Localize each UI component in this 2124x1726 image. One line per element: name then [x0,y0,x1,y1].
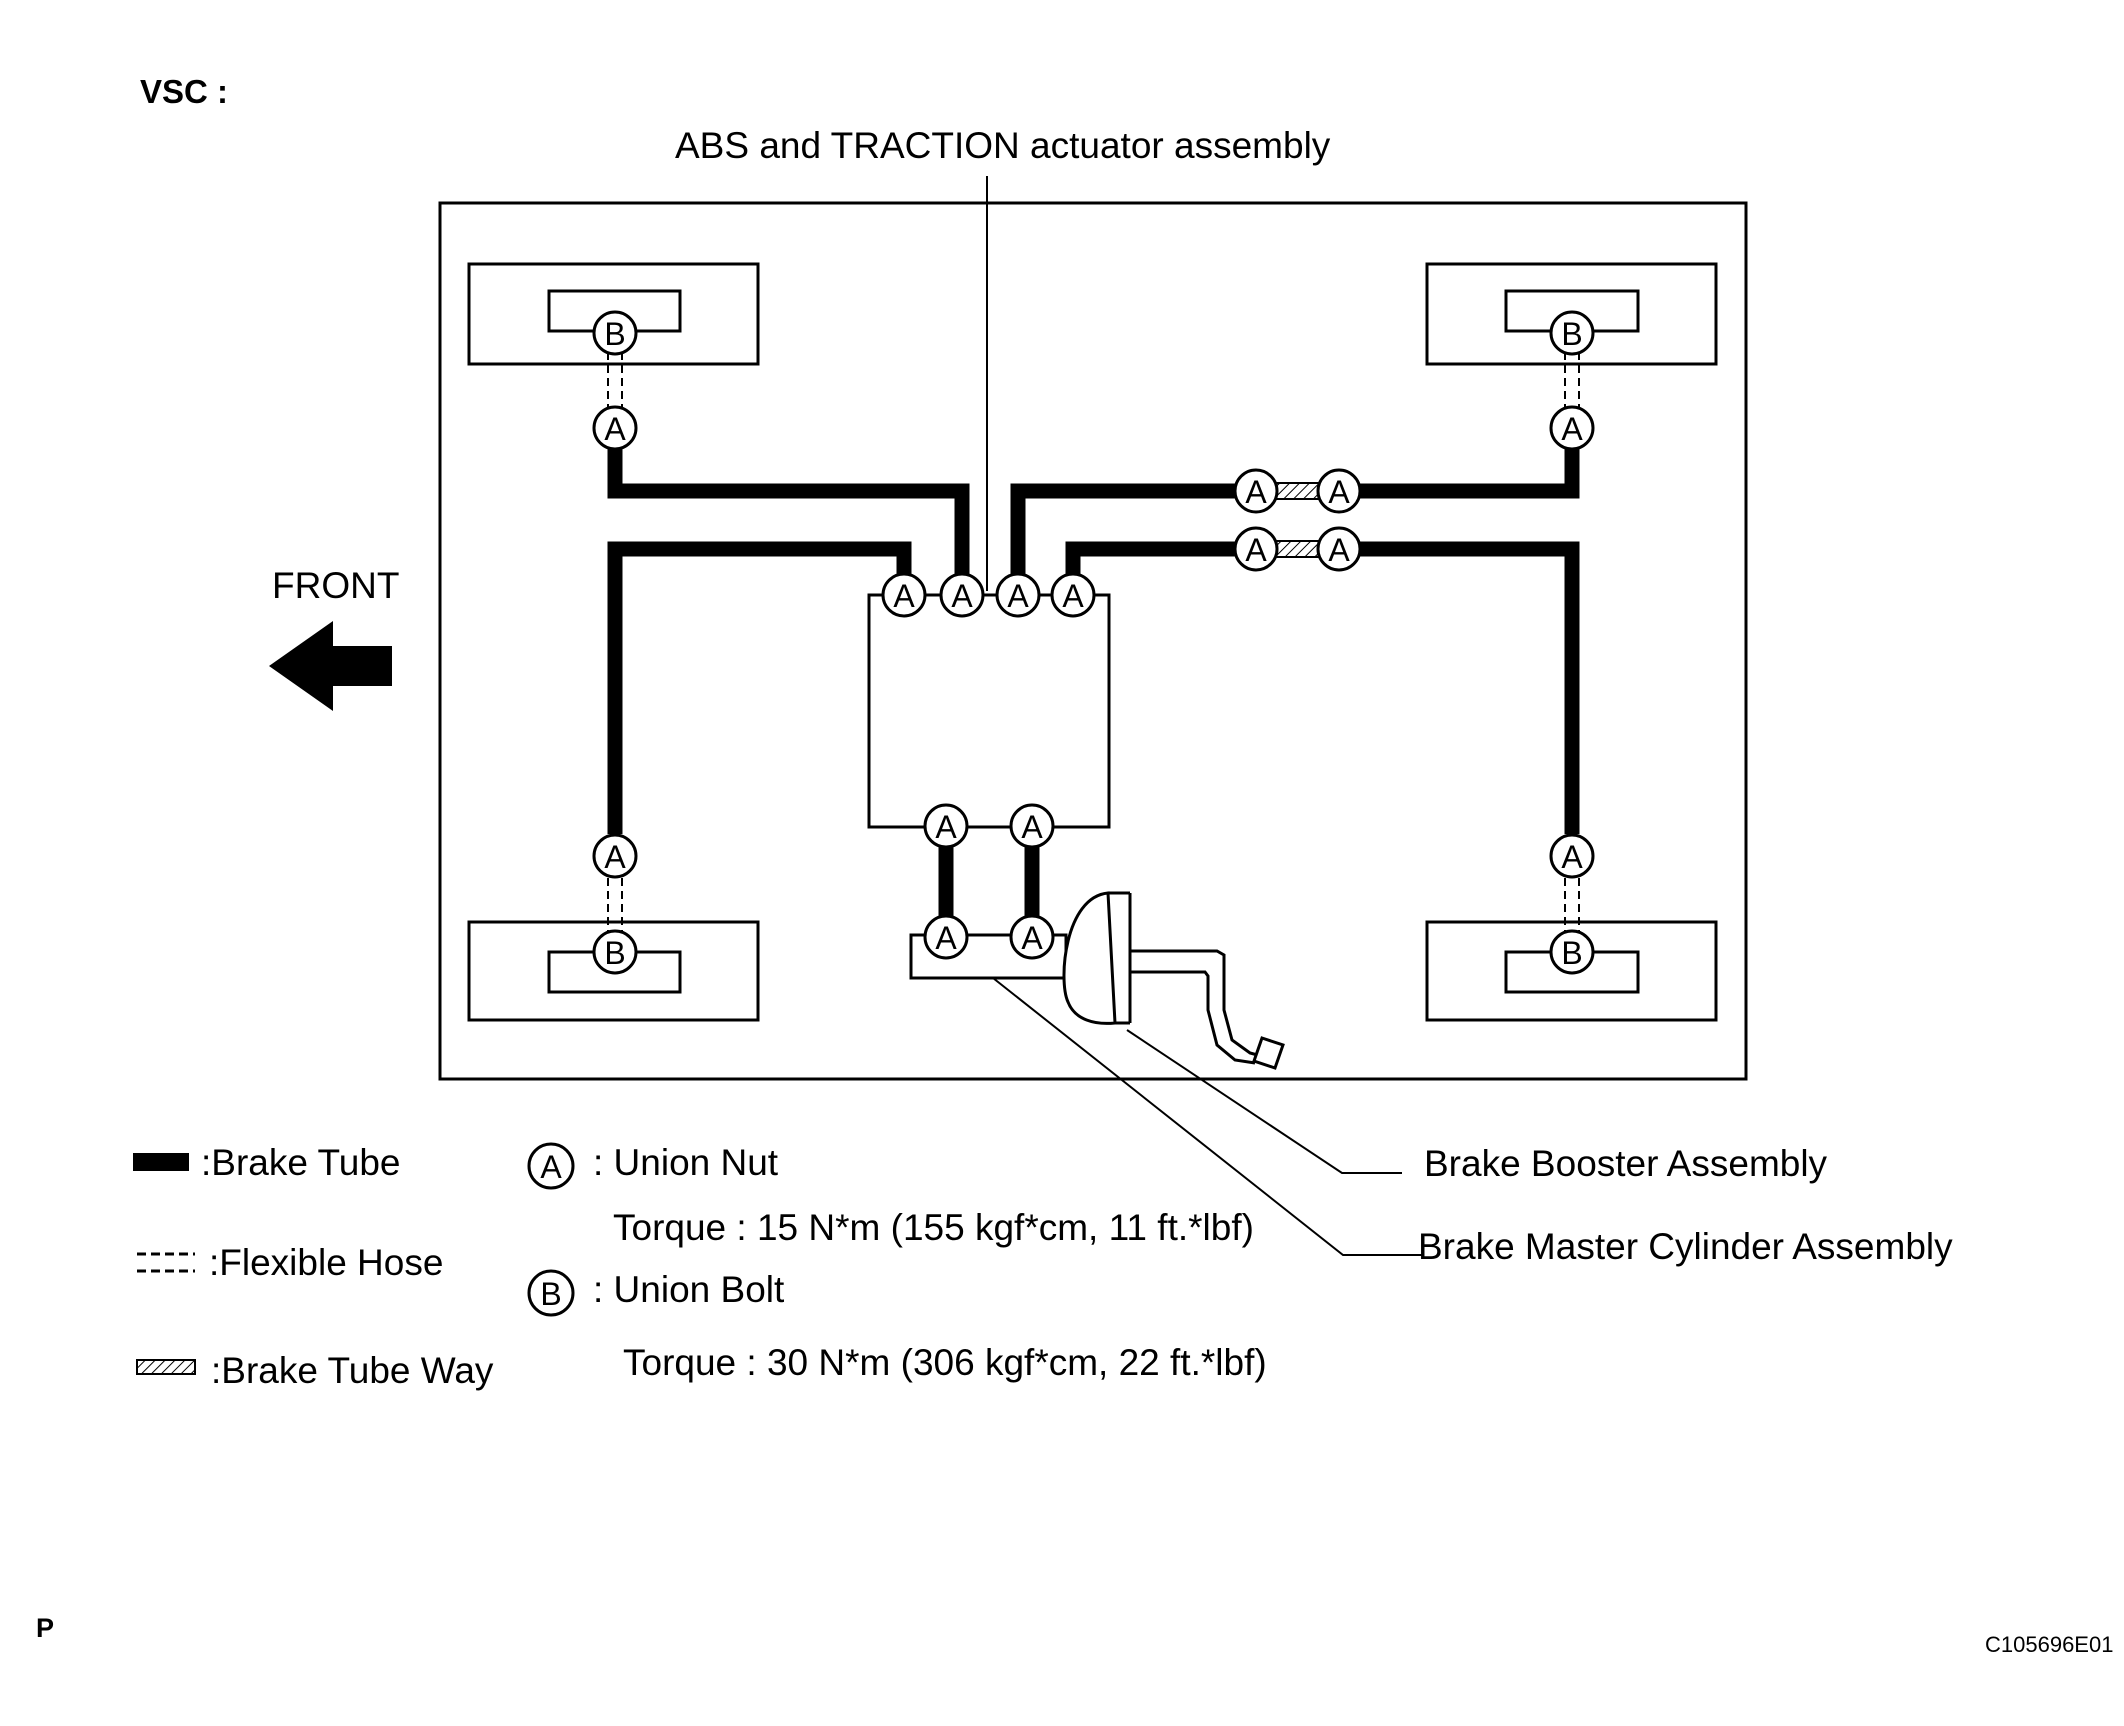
legend-brake-tube-way: :Brake Tube Way [211,1350,494,1391]
union-nut-marker-icon [923,803,969,849]
union-nut-marker-icon [1009,914,1055,960]
union-nut-marker-icon [592,833,638,879]
union-nut-marker-icon [1549,405,1595,451]
legend-brake-tube: :Brake Tube [201,1142,401,1183]
booster-leader-line [1126,1029,1402,1174]
section-title: VSC : [140,73,228,110]
brake-tube-swatch [133,1153,189,1171]
vehicle-outline [438,201,1748,1081]
union-nut-marker-icon [1009,803,1055,849]
union-nut-legend-letter: A [540,1149,562,1185]
legend-union-nut: : Union Nut [593,1142,779,1183]
flexible-hose-swatch [137,1252,195,1273]
union-nut-marker-letter: A [1328,532,1350,568]
legend-union-nut-torque: Torque : 15 N*m (155 kgf*cm, 11 ft.*lbf) [613,1207,1254,1248]
union-nut-marker-letter: A [1328,474,1350,510]
union-nut-marker-letter: A [1245,474,1267,510]
union-nut-marker-icon [923,914,969,960]
union-bolt-marker-letter: B [604,316,625,352]
union-nut-marker-letter: A [1561,411,1583,447]
legend-union-bolt: : Union Bolt [593,1269,785,1310]
union-nut-marker-icon [1316,526,1362,572]
union-nut-marker-icon [1233,526,1279,572]
union-nut-marker-icon [592,405,638,451]
union-nut-marker-letter: A [951,578,973,614]
front-arrow-icon [269,621,392,711]
union-nut-marker-letter: A [1021,920,1043,956]
union-bolt-marker-icon [592,929,638,975]
union-nut-marker-icon [1233,468,1279,514]
actuator-label: ABS and TRACTION actuator assembly [675,125,1331,166]
union-nut-marker-icon [881,572,927,618]
union-nut-marker-letter: A [935,809,957,845]
union-nut-marker-letter: A [604,411,626,447]
union-nut-marker-icon [1050,572,1096,618]
union-nut-marker-icon [939,572,985,618]
union-nut-marker-icon [1316,468,1362,514]
union-nut-marker-letter: A [935,920,957,956]
union-nut-marker-letter: A [1007,578,1029,614]
union-nut-legend-icon [527,1142,575,1190]
union-bolt-marker-icon [592,310,638,356]
union-bolt-legend-icon [527,1269,575,1317]
flexible-hoses [607,352,1580,938]
union-nut-marker-letter: A [1062,578,1084,614]
union-nut-marker-letter: A [1021,809,1043,845]
union-bolt-marker-letter: B [604,935,625,971]
master-cylinder-leader-line [992,977,1424,1256]
brake-pedal-rod [1130,949,1285,1070]
brake-tube-way-swatch [136,1359,196,1375]
union-nut-marker-letter: A [1245,532,1267,568]
union-nut-marker-letter: A [1561,839,1583,875]
union-nut-marker-letter: A [893,578,915,614]
legend: :Brake Tube :Flexible Hose :Brake Tube W… [133,1142,1267,1391]
legend-union-bolt-torque: Torque : 30 N*m (306 kgf*cm, 22 ft.*lbf) [623,1342,1267,1383]
page-marker: P [36,1613,54,1643]
front-label: FRONT [272,565,399,606]
union-bolt-marker-icon [1549,310,1595,356]
union-bolt-legend-letter: B [540,1276,561,1312]
abs-actuator-body [867,593,1111,829]
brake-booster-callout: Brake Booster Assembly [1424,1143,1828,1184]
legend-flexible-hose: :Flexible Hose [209,1242,443,1283]
union-nut-marker-icon [995,572,1041,618]
union-nut-marker-letter: A [604,839,626,875]
union-bolt-marker-icon [1549,929,1595,975]
union-bolt-marker-letter: B [1561,935,1582,971]
figure-id: C105696E01 [1985,1632,2113,1657]
union-bolt-marker-letter: B [1561,316,1582,352]
brake-master-cylinder-callout: Brake Master Cylinder Assembly [1418,1226,1953,1267]
union-nut-marker-icon [1549,833,1595,879]
brake-booster [1062,891,1117,1025]
